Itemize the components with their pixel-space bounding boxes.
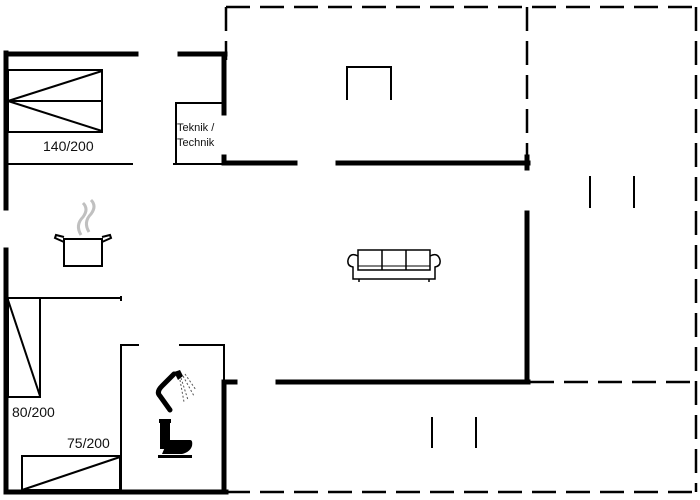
dashed-outlines [224, 5, 698, 494]
window-marks-right [589, 176, 635, 208]
walls [3, 50, 531, 495]
bed-size-label-75: 75/200 [67, 435, 110, 451]
bed-size-label-80: 80/200 [12, 404, 55, 420]
interior-partitions [6, 102, 250, 493]
technik-label-line1: Teknik / [177, 122, 215, 134]
toilet-icon [158, 419, 193, 458]
cooking-pot-icon [53, 198, 113, 267]
shower-icon [155, 370, 197, 413]
single-bed-80 [7, 297, 41, 398]
technik-label-line2: Technik [177, 137, 215, 149]
window-marks-bottom [431, 417, 477, 448]
single-bed-75 [21, 455, 121, 491]
bed-size-label-double: 140/200 [43, 138, 94, 154]
sofa-icon [347, 249, 441, 282]
double-bed [7, 69, 103, 133]
table-icon [346, 66, 392, 100]
